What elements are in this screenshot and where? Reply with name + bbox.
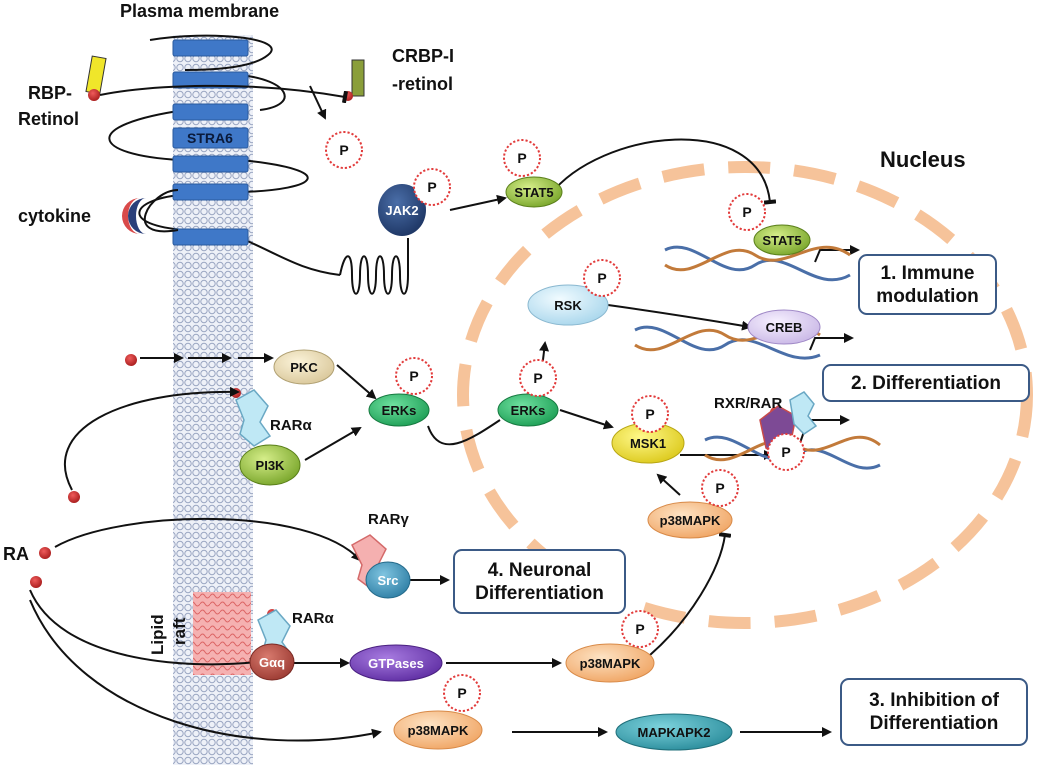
- phospho-label: P: [715, 480, 724, 496]
- cytokine-icon: [122, 198, 146, 234]
- erks-1-node: [368, 393, 430, 427]
- raft-label: raft: [170, 617, 189, 645]
- cytokine-label: cytokine: [18, 206, 91, 226]
- phospho-label: P: [597, 270, 606, 286]
- stra6-segments: [172, 39, 249, 246]
- retinol-phospho-arrow: [309, 85, 327, 120]
- lipid-label: Lipid: [148, 614, 167, 655]
- crbp-label-1: CRBP-I: [392, 46, 454, 66]
- pkc-node: [273, 349, 335, 385]
- phospho-label: P: [781, 444, 790, 460]
- p38-mid-label: p38MAPK: [580, 656, 641, 671]
- rsk-node: [527, 284, 609, 326]
- outcome-immune-line1: 1. Immune: [880, 262, 975, 284]
- stat5-cyto-label: STAT5: [514, 185, 553, 200]
- pi3k-label: PI3K: [256, 458, 286, 473]
- p38-mid-node: [565, 643, 655, 683]
- outcome-neuronal-box: 4. Neuronal Differentiation: [453, 549, 626, 614]
- rxr-rar-label: RXR/RAR: [714, 395, 783, 412]
- rar-gamma-label: RARγ: [368, 511, 409, 528]
- creb-node: [747, 309, 821, 345]
- rar-alpha-upper-icon: [235, 389, 272, 447]
- creb-label: CREB: [766, 320, 803, 335]
- lipid-raft: [193, 592, 251, 675]
- outcome-immune-box: 1. Immune modulation: [858, 254, 997, 315]
- rar-alpha-upper-label: RARα: [270, 417, 312, 434]
- outcome-immune-line2: modulation: [876, 285, 979, 307]
- phospho-label: P: [635, 621, 644, 637]
- outcome-inhibition-line1: 3. Inhibition of: [869, 690, 999, 711]
- phospho-label: P: [427, 179, 436, 195]
- p38-nuc-label: p38MAPK: [660, 513, 721, 528]
- outcome-differentiation-box: 2. Differentiation: [822, 364, 1030, 402]
- erks-2-label: ERKs: [511, 403, 546, 418]
- plasma-membrane-label: Plasma membrane: [120, 1, 279, 21]
- stat5-nuc-label: STAT5: [762, 233, 801, 248]
- ra-label: RA: [3, 544, 29, 564]
- mapkapk2-label: MAPKAPK2: [638, 725, 711, 740]
- mapkapk2-node: [615, 713, 733, 751]
- rbp-label-1: RBP-: [28, 83, 72, 103]
- cytokine-binding-line: [144, 189, 179, 233]
- crbp-label-2: -retinol: [392, 74, 453, 94]
- msk1-label: MSK1: [630, 436, 666, 451]
- gtpases-node: [349, 644, 443, 682]
- rbp-retinol-icon: [85, 55, 107, 101]
- erks-1-label: ERKs: [382, 403, 417, 418]
- phospho-label: P: [533, 370, 542, 386]
- phospho-label: P: [339, 142, 348, 158]
- gaq-node: [249, 643, 295, 681]
- phospho-label: P: [742, 204, 751, 220]
- src-label: Src: [378, 573, 399, 588]
- jak2-label: JAK2: [385, 203, 418, 218]
- nucleus-label: Nucleus: [880, 147, 966, 172]
- gtpases-label: GTPases: [368, 656, 424, 671]
- rbp-label-2: Retinol: [18, 109, 79, 129]
- p38-nuc-node: [647, 501, 733, 539]
- outcome-differentiation-text: 2. Differentiation: [851, 372, 1001, 394]
- phospho-label: P: [409, 368, 418, 384]
- gaq-label: Gαq: [259, 655, 285, 670]
- retinol-transfer-arrow: [99, 84, 349, 104]
- cytokine-receptor-coil: [339, 238, 409, 295]
- p38-bottom-label: p38MAPK: [408, 723, 469, 738]
- phospho-label: P: [517, 150, 526, 166]
- phospho-label: P: [645, 406, 654, 422]
- src-node: [365, 561, 411, 599]
- stat5-nuc-node: [753, 224, 811, 256]
- pi3k-node: [239, 444, 301, 486]
- outcome-neuronal-line2: Differentiation: [475, 582, 604, 604]
- jak2-node: [378, 184, 426, 236]
- outcome-inhibition-line2: Differentiation: [869, 713, 999, 734]
- pathway-arrows: [29, 138, 860, 742]
- rsk-label: RSK: [554, 298, 582, 313]
- stra6-label: STRA6: [187, 130, 233, 146]
- outcome-neuronal-line1: 4. Neuronal: [487, 559, 592, 581]
- crbp-retinol-icon: [343, 59, 365, 101]
- p38-bottom-node: [393, 710, 483, 750]
- stra6-loops: [108, 34, 341, 276]
- stat5-cyto-node: [505, 176, 563, 208]
- pkc-label: PKC: [290, 360, 318, 375]
- rar-alpha-lower-label: RARα: [292, 610, 334, 627]
- phospho-label: P: [457, 685, 466, 701]
- outcome-inhibition-box: 3. Inhibition of Differentiation: [840, 678, 1028, 746]
